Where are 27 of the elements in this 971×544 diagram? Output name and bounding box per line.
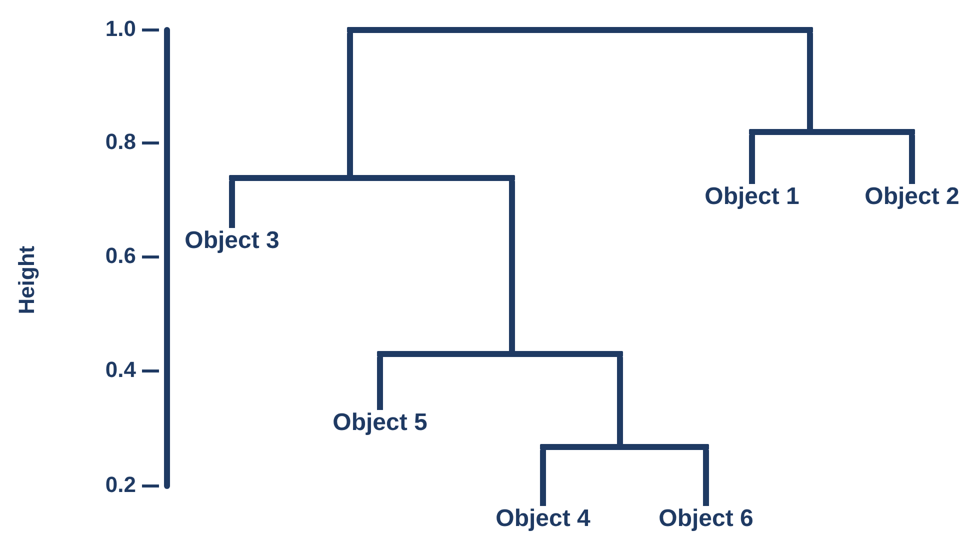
axis-tick-label: 0.2 (104, 473, 136, 497)
dendrogram-branch (347, 33, 353, 175)
axis-title: Height (15, 246, 39, 314)
merge-bar (377, 351, 623, 357)
dendrogram-branch (229, 181, 235, 228)
leaf-label: Object 2 (864, 184, 960, 210)
dendrogram-branch (749, 135, 755, 184)
merge-bar (347, 27, 813, 33)
dendrogram-branch (703, 450, 709, 506)
dendrogram-branch (807, 33, 813, 129)
dendrogram-branch (617, 357, 623, 444)
axis-tick-label: 0.8 (104, 130, 136, 154)
dendrogram-branch (509, 181, 515, 351)
leaf-label: Object 6 (658, 506, 754, 532)
dendrogram-branch (909, 135, 915, 184)
axis-tick-label: 0.4 (104, 358, 136, 382)
merge-bar (749, 129, 915, 135)
axis-tick-label: 0.6 (104, 244, 136, 268)
merge-bar (229, 175, 515, 181)
axis-tick-label: 1.0 (104, 17, 136, 41)
leaf-label: Object 3 (184, 228, 280, 254)
leaf-label: Object 5 (332, 410, 428, 436)
merge-bar (540, 444, 709, 450)
dendrogram-branch (540, 450, 546, 506)
leaf-label: Object 4 (496, 506, 590, 532)
dendrogram-branch (377, 357, 383, 410)
leaf-label: Object 1 (704, 184, 800, 210)
